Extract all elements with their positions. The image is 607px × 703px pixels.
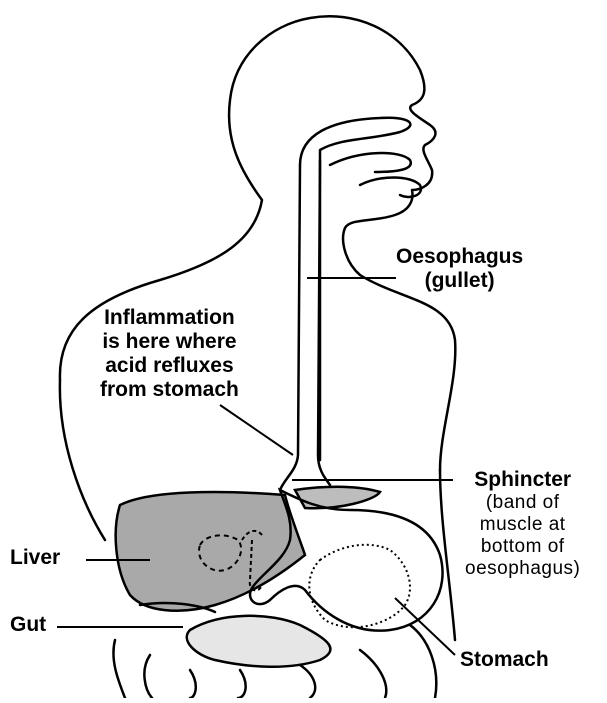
- inflammation-label-line1: Inflammation: [100, 306, 239, 330]
- torso-right-edge: [440, 470, 455, 640]
- inflammation-label-line4: from stomach: [100, 378, 239, 402]
- stomach-label: Stomach: [460, 648, 549, 672]
- colon-loop-4: [300, 665, 315, 698]
- oesophagus-label: Oesophagus (gullet): [396, 245, 523, 293]
- oesophagus-label-line1: Oesophagus: [396, 245, 523, 269]
- colon-left: [113, 640, 125, 698]
- torso-left-edge: [60, 380, 105, 540]
- sphincter-label-line4: oesophagus): [465, 558, 580, 580]
- sphincter-label-title: Sphincter: [465, 468, 580, 492]
- oral-cavity: [330, 153, 411, 172]
- sphincter-label-line2: muscle at: [465, 514, 580, 536]
- inflammation-label: Inflammation is here where acid refluxes…: [100, 306, 239, 403]
- inflammation-leader: [220, 405, 293, 455]
- nasal-passage: [300, 118, 410, 460]
- colon-loop-1: [144, 655, 152, 698]
- colon-loop-3: [238, 670, 246, 698]
- sphincter-label-line1: (band of: [465, 492, 580, 514]
- duodenum: [187, 616, 331, 667]
- stomach-inner-dotted: [309, 545, 410, 627]
- stomach-top: [295, 487, 380, 508]
- colon-right: [410, 625, 436, 698]
- colon-loop-2: [190, 670, 196, 698]
- sphincter-label-line3: bottom of: [465, 536, 580, 558]
- oesophagus-label-line2: (gullet): [396, 269, 523, 293]
- inflammation-label-line3: acid refluxes: [100, 354, 239, 378]
- inflammation-label-line2: is here where: [100, 330, 239, 354]
- gut-label: Gut: [10, 613, 46, 637]
- colon-loop-5: [360, 650, 386, 698]
- oesophagus-left-wall: [280, 165, 300, 490]
- liver-label: Liver: [10, 546, 60, 570]
- sphincter-label: Sphincter (band of muscle at bottom of o…: [465, 468, 580, 580]
